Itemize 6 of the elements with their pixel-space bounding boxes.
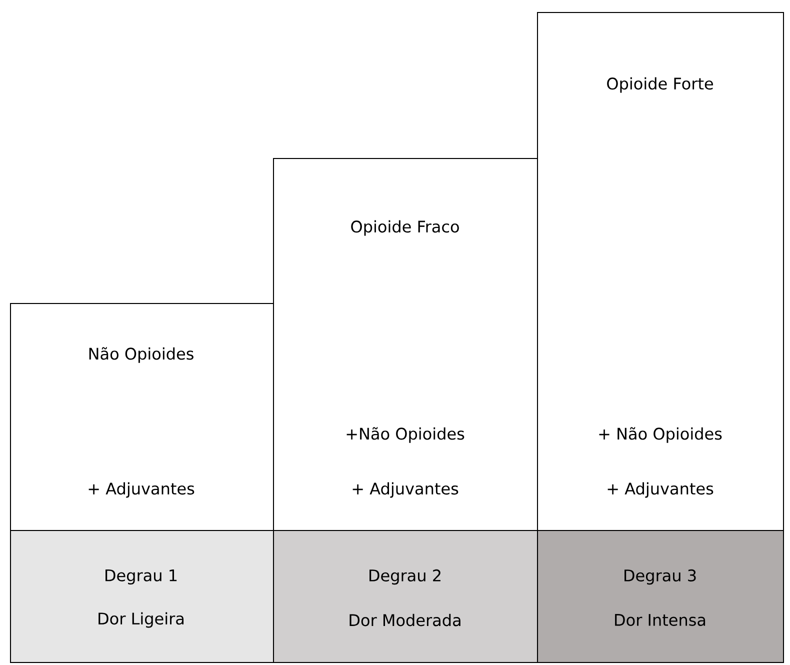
step-box: Opioide Fraco +Não Opioides + Adjuvantes [273,158,538,531]
step-box: Não Opioides + Adjuvantes [10,303,274,531]
level-cell: Degrau 2 Dor Moderada [273,530,538,663]
step-box: Opioide Forte + Não Opioides + Adjuvantes [537,12,784,531]
level-cell: Degrau 3 Dor Intensa [537,530,784,663]
level-cell: Degrau 1 Dor Ligeira [10,530,274,663]
